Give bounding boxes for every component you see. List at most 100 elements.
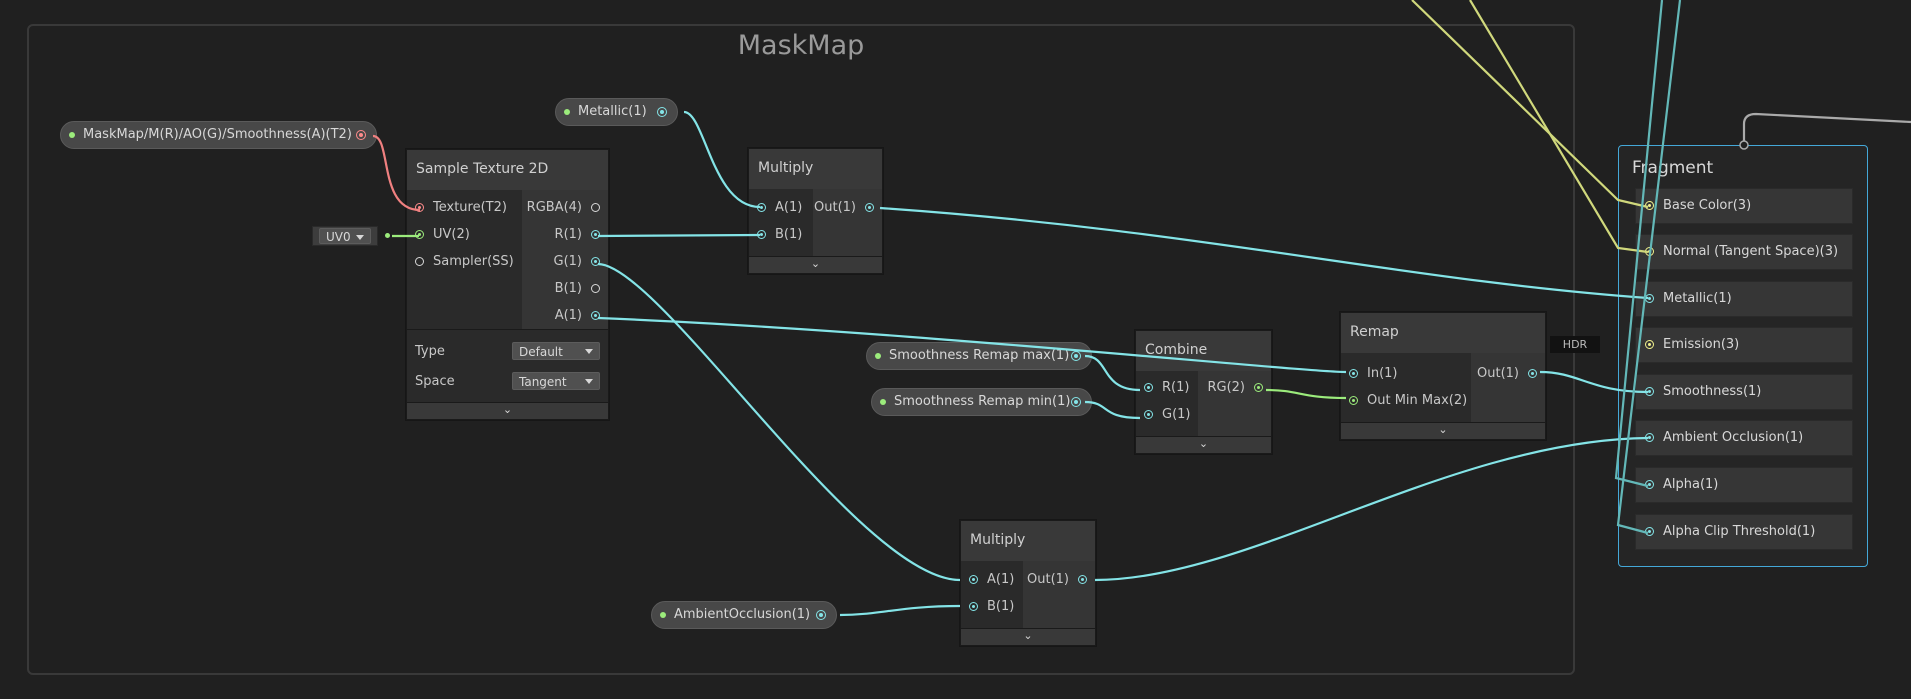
ambient-occlusion-port-icon[interactable]	[1645, 433, 1654, 442]
slot-label: Base Color(3)	[1663, 198, 1752, 213]
sampler-port-icon[interactable]	[415, 257, 424, 266]
expand-chevron-icon[interactable]: ⌄	[1136, 436, 1271, 453]
output-port-icon[interactable]	[1071, 397, 1081, 407]
slot-ambient-occlusion[interactable]: Ambient Occlusion(1)	[1635, 420, 1853, 456]
uv-channel-control[interactable]: UV0	[312, 226, 402, 246]
g-port-icon[interactable]	[1144, 410, 1153, 419]
node-combine[interactable]: Combine R(1) G(1) RG(2) ⌄	[1135, 330, 1272, 454]
slot-label: Normal (Tangent Space)(3)	[1663, 244, 1839, 259]
node-ports: A(1) B(1) Out(1)	[961, 561, 1095, 628]
out-port-icon[interactable]	[1078, 575, 1087, 584]
type-dropdown[interactable]: Default	[512, 342, 600, 360]
property-label: Smoothness Remap min(1)	[894, 394, 1071, 409]
port-label: G(1)	[1162, 407, 1191, 422]
expand-chevron-icon[interactable]: ⌄	[1341, 422, 1545, 439]
rg-port-icon[interactable]	[1254, 383, 1263, 392]
a-port-icon[interactable]	[969, 575, 978, 584]
input-out-min-max[interactable]: Out Min Max(2)	[1341, 387, 1471, 414]
texture-port-icon[interactable]	[415, 203, 424, 212]
uv-box: UV0	[312, 226, 378, 246]
input-b[interactable]: B(1)	[749, 221, 813, 248]
alpha-port-icon[interactable]	[1645, 480, 1654, 489]
input-a[interactable]: A(1)	[961, 566, 1023, 593]
alpha-clip-port-icon[interactable]	[1645, 527, 1654, 536]
port-label: Out Min Max(2)	[1367, 393, 1468, 408]
out-port-icon[interactable]	[865, 203, 874, 212]
r-port-icon[interactable]	[1144, 383, 1153, 392]
output-rg[interactable]: RG(2)	[1198, 374, 1271, 401]
metallic-port-icon[interactable]	[1645, 294, 1654, 303]
output-port-icon[interactable]	[816, 610, 826, 620]
slot-emission[interactable]: Emission(3)	[1635, 327, 1853, 363]
node-title[interactable]: Multiply	[961, 521, 1095, 561]
node-sample-texture-2d[interactable]: Sample Texture 2D Texture(T2) UV(2) Samp…	[406, 149, 609, 420]
smoothness-port-icon[interactable]	[1645, 387, 1654, 396]
output-a[interactable]: A(1)	[522, 302, 608, 329]
expand-chevron-icon[interactable]: ⌄	[407, 402, 608, 419]
input-sampler[interactable]: Sampler(SS)	[407, 248, 522, 275]
uv-dropdown[interactable]: UV0	[319, 228, 371, 244]
slot-metallic[interactable]: Metallic(1)	[1635, 281, 1853, 317]
node-multiply-ao[interactable]: Multiply A(1) B(1) Out(1) ⌄	[960, 520, 1096, 646]
output-out[interactable]: Out(1)	[1471, 360, 1545, 387]
input-in[interactable]: In(1)	[1341, 360, 1471, 387]
slot-normal[interactable]: Normal (Tangent Space)(3)	[1635, 234, 1853, 270]
node-remap[interactable]: Remap In(1) Out Min Max(2) Out(1) ⌄	[1340, 312, 1546, 440]
input-b[interactable]: B(1)	[961, 593, 1023, 620]
property-ambient-occlusion[interactable]: AmbientOcclusion(1)	[651, 601, 837, 629]
r-port-icon[interactable]	[591, 230, 600, 239]
slot-smoothness[interactable]: Smoothness(1)	[1635, 374, 1853, 410]
base-color-port-icon[interactable]	[1645, 201, 1654, 210]
expand-chevron-icon[interactable]: ⌄	[961, 628, 1095, 645]
output-g[interactable]: G(1)	[522, 248, 608, 275]
space-dropdown[interactable]: Tangent	[512, 372, 600, 390]
input-r[interactable]: R(1)	[1136, 374, 1198, 401]
input-g[interactable]: G(1)	[1136, 401, 1198, 428]
output-port-icon[interactable]	[356, 130, 366, 140]
node-ports: In(1) Out Min Max(2) Out(1)	[1341, 353, 1545, 422]
rgba-port-icon[interactable]	[591, 203, 600, 212]
out-port-icon[interactable]	[1528, 369, 1537, 378]
property-smoothness-remap-max[interactable]: Smoothness Remap max(1)	[866, 342, 1092, 370]
input-column: In(1) Out Min Max(2)	[1341, 353, 1471, 422]
out-min-max-port-icon[interactable]	[1349, 396, 1358, 405]
input-texture[interactable]: Texture(T2)	[407, 194, 522, 221]
property-maskmap[interactable]: MaskMap/M(R)/AO(G)/Smoothness(A)(T2)	[60, 121, 377, 149]
b-port-icon[interactable]	[591, 284, 600, 293]
output-out[interactable]: Out(1)	[1023, 566, 1095, 593]
b-port-icon[interactable]	[969, 602, 978, 611]
input-uv[interactable]: UV(2)	[407, 221, 522, 248]
g-port-icon[interactable]	[591, 257, 600, 266]
node-title[interactable]: Combine	[1136, 331, 1271, 371]
normal-port-icon[interactable]	[1645, 247, 1654, 256]
property-metallic[interactable]: Metallic(1)	[555, 98, 678, 126]
slot-alpha[interactable]: Alpha(1)	[1635, 467, 1853, 503]
uv-port-icon[interactable]	[415, 230, 424, 239]
input-a[interactable]: A(1)	[749, 194, 813, 221]
output-port-icon[interactable]	[1071, 351, 1081, 361]
slot-label: Metallic(1)	[1663, 291, 1732, 306]
node-multiply-metallic[interactable]: Multiply A(1) B(1) Out(1) ⌄	[748, 148, 883, 274]
slot-label: Smoothness(1)	[1663, 384, 1762, 399]
slot-base-color[interactable]: Base Color(3)	[1635, 188, 1853, 224]
fragment-context[interactable]: Fragment Base Color(3) Normal (Tangent S…	[1618, 145, 1868, 567]
output-out[interactable]: Out(1)	[813, 194, 882, 221]
in-port-icon[interactable]	[1349, 369, 1358, 378]
port-label: B(1)	[987, 599, 1015, 614]
output-rgba[interactable]: RGBA(4)	[522, 194, 608, 221]
a-port-icon[interactable]	[591, 311, 600, 320]
group-title[interactable]: MaskMap	[737, 30, 865, 61]
node-title[interactable]: Sample Texture 2D	[407, 150, 608, 190]
output-port-icon[interactable]	[657, 107, 667, 117]
emission-port-icon[interactable]	[1645, 340, 1654, 349]
property-smoothness-remap-min[interactable]: Smoothness Remap min(1)	[871, 388, 1092, 416]
node-title[interactable]: Multiply	[749, 149, 882, 189]
input-column: A(1) B(1)	[749, 189, 813, 256]
expand-chevron-icon[interactable]: ⌄	[749, 256, 882, 273]
slot-alpha-clip-threshold[interactable]: Alpha Clip Threshold(1)	[1635, 514, 1853, 550]
output-r[interactable]: R(1)	[522, 221, 608, 248]
output-b[interactable]: B(1)	[522, 275, 608, 302]
b-port-icon[interactable]	[757, 230, 766, 239]
node-title[interactable]: Remap	[1341, 313, 1545, 353]
a-port-icon[interactable]	[757, 203, 766, 212]
